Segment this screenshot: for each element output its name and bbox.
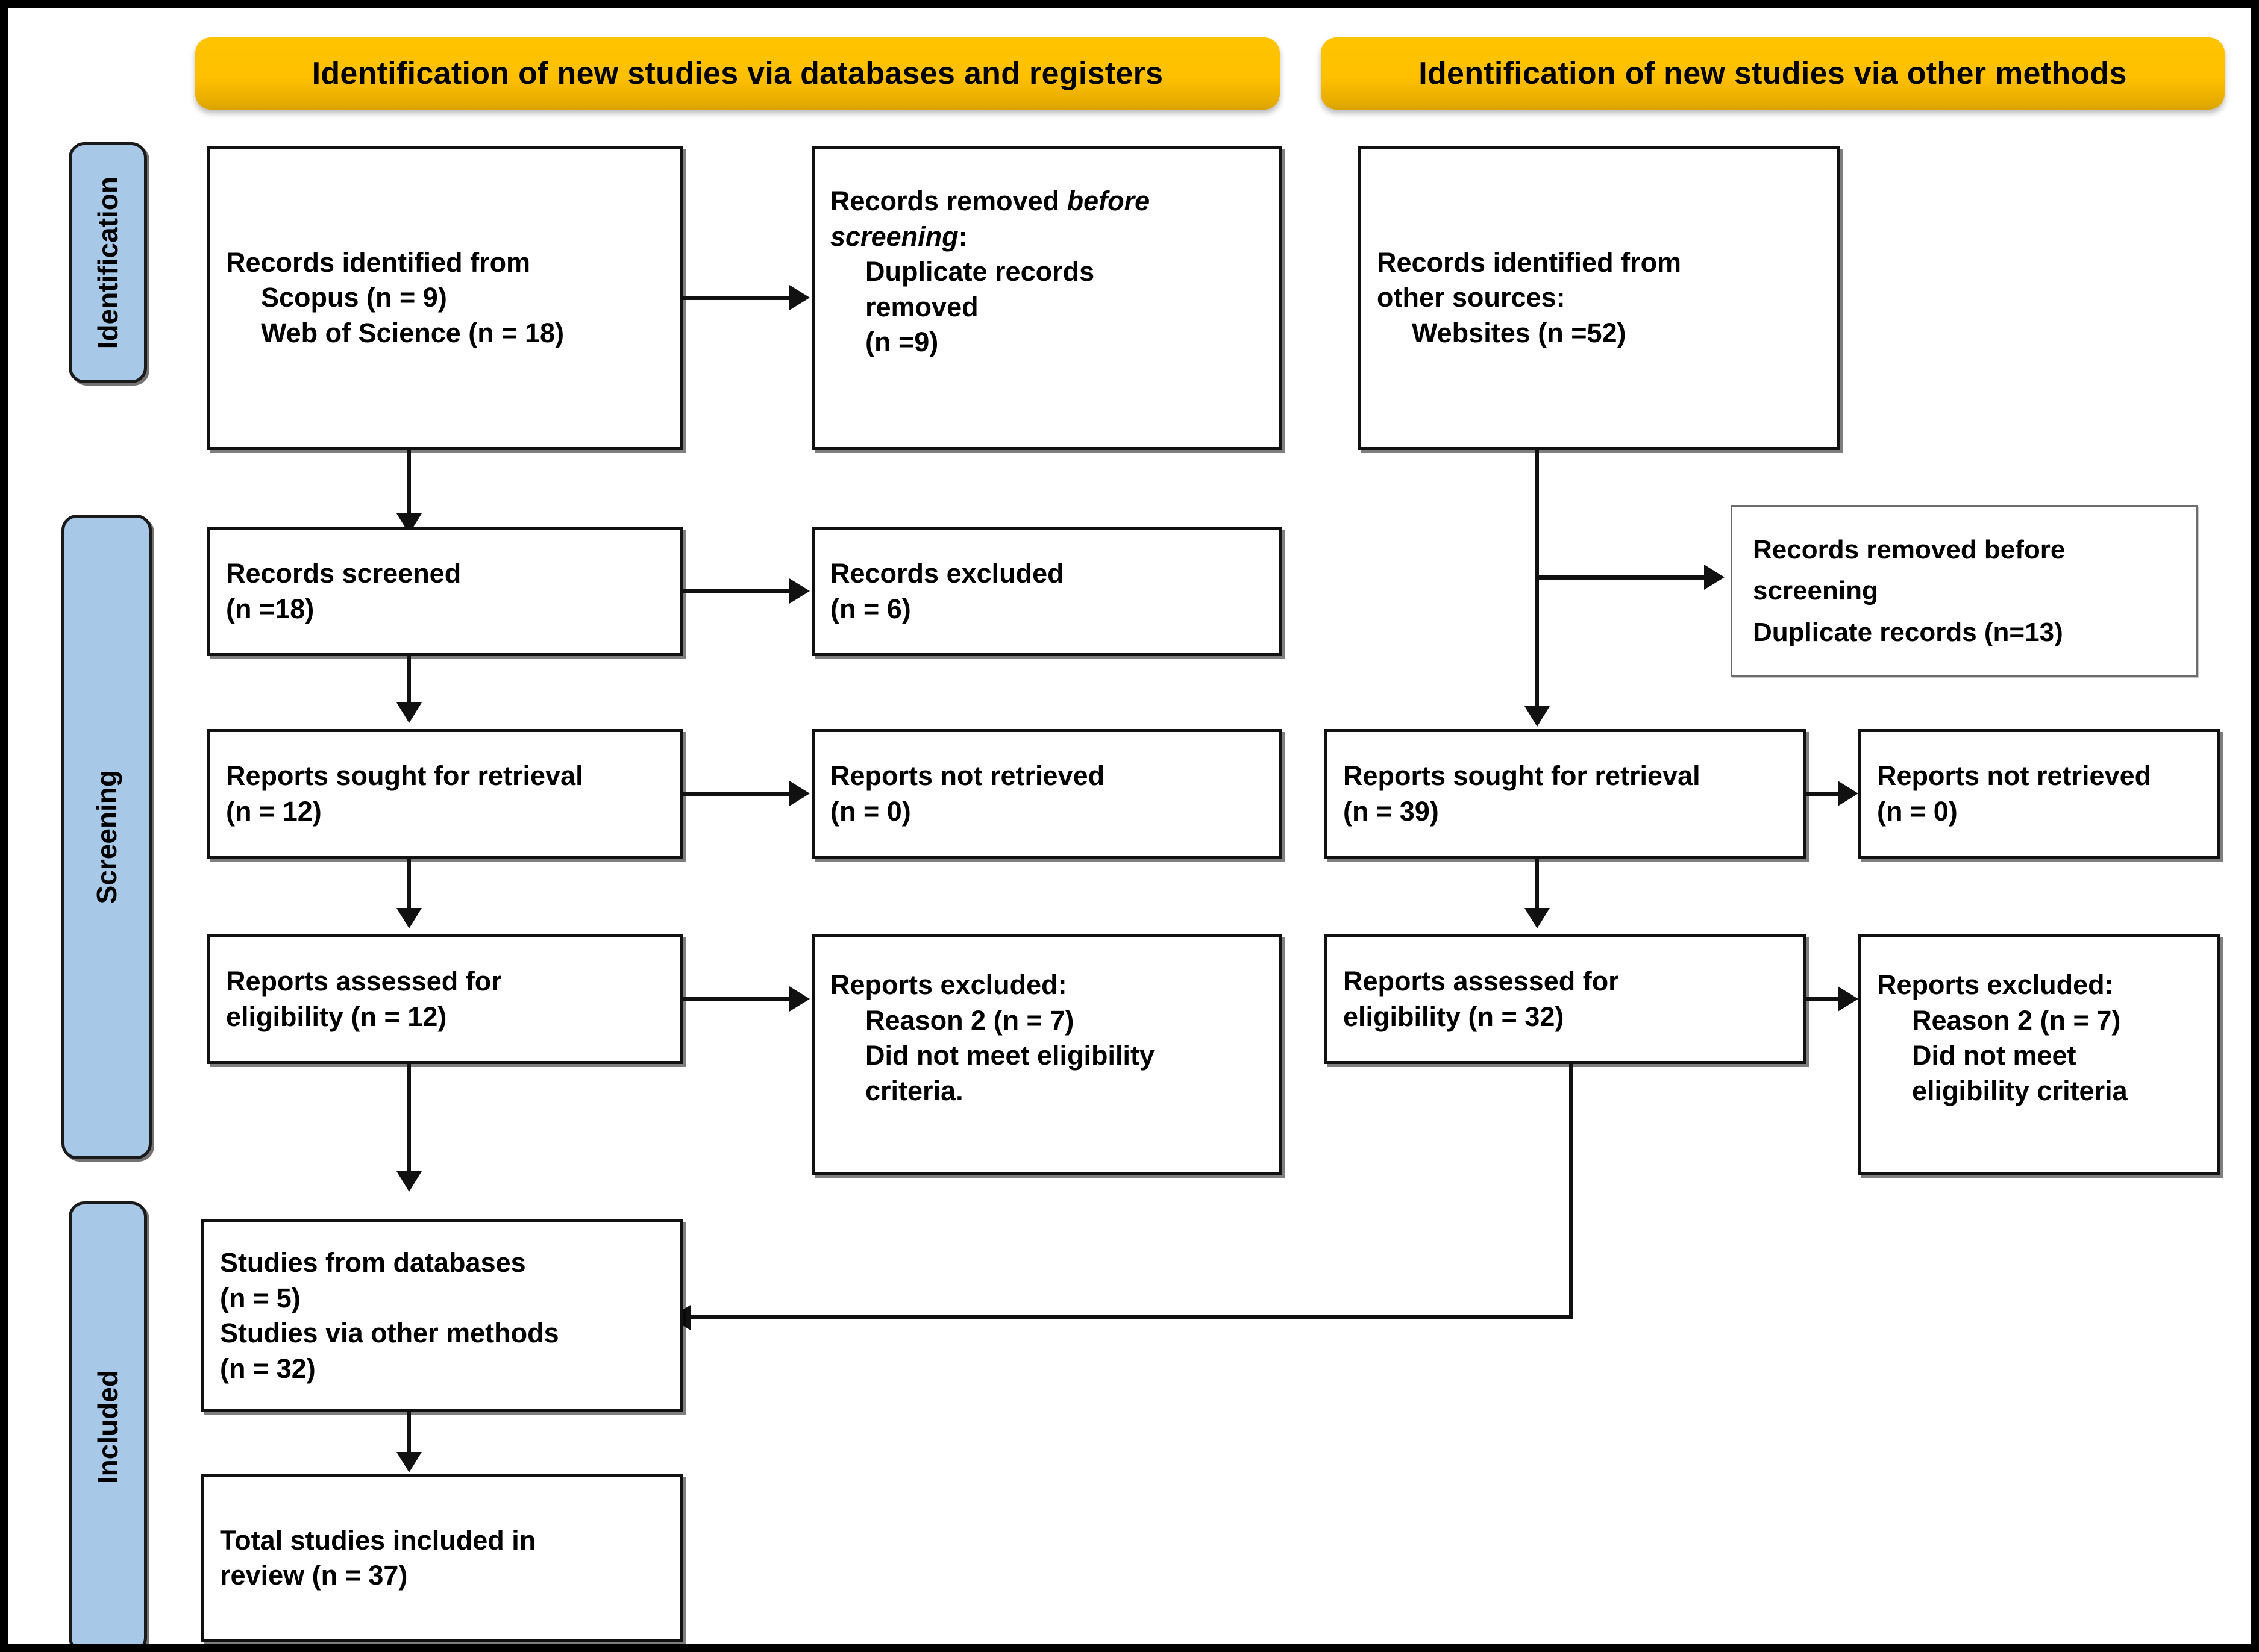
connector-assessed-to-excluded-left [683, 997, 792, 1001]
box-records-excluded: Records excluded(n = 6) [812, 527, 1282, 656]
arrowhead-studies-to-total [396, 1452, 422, 1472]
connector-right-assessed-to-studies [691, 1315, 1573, 1319]
connector-assessed-left-to-studies [407, 1064, 411, 1178]
box-reports-not-retrieved-right-text: Reports not retrieved(n = 0) [1877, 760, 2152, 827]
stage-tab-identification-label: Identification [92, 176, 124, 349]
box-records-excluded-text: Records excluded(n = 6) [830, 558, 1064, 624]
connector-sought-to-assessed-left [407, 859, 411, 916]
connector-sought-to-assessed-right [1535, 859, 1539, 916]
arrowhead-identified-to-removed [789, 285, 810, 310]
arrowhead-assessed-to-excluded-right [1838, 986, 1858, 1012]
connector-assessed-to-excluded-right [1806, 997, 1844, 1001]
box-reports-sought-right-text: Reports sought for retrieval(n = 39) [1343, 760, 1700, 827]
connector-other-sources-trunk [1535, 450, 1539, 715]
box-reports-not-retrieved-right: Reports not retrieved(n = 0) [1858, 729, 2220, 859]
box-reports-excluded-right: Reports excluded:Reason 2 (n = 7)Did not… [1858, 934, 2220, 1175]
arrowhead-assessed-left-to-studies [396, 1171, 422, 1192]
connector-studies-to-total [407, 1412, 411, 1460]
connector-screened-to-sought [407, 656, 411, 710]
stage-tab-included: Included [69, 1201, 147, 1644]
connector-screened-to-excluded [683, 589, 792, 593]
stage-tab-identification: Identification [69, 142, 147, 383]
box-studies-included-text: Studies from databases(n = 5)Studies via… [220, 1247, 559, 1384]
header-other-methods-label: Identification of new studies via other … [1418, 56, 2127, 91]
connector-identified-to-removed [683, 296, 792, 300]
connector-sought-to-not-retrieved-left [683, 792, 792, 796]
box-reports-excluded-right-text: Reports excluded:Reason 2 (n = 7)Did not… [1877, 969, 2128, 1106]
box-studies-included: Studies from databases(n = 5)Studies via… [201, 1219, 683, 1412]
header-databases-registers-label: Identification of new studies via databa… [312, 56, 1164, 91]
box-reports-excluded-left: Reports excluded:Reason 2 (n = 7)Did not… [812, 934, 1282, 1175]
stage-tab-screening: Screening [61, 515, 152, 1159]
arrowhead-sought-to-assessed-right [1524, 908, 1550, 928]
header-databases-registers: Identification of new studies via databa… [195, 37, 1280, 110]
connector-other-sources-to-removed [1535, 575, 1706, 580]
arrowhead-other-sources-to-removed [1704, 565, 1725, 590]
box-reports-sought-left: Reports sought for retrieval(n = 12) [207, 729, 683, 859]
arrowhead-screened-to-excluded [789, 578, 810, 604]
box-records-screened: Records screened(n =18) [207, 527, 683, 656]
box-reports-excluded-left-text: Reports excluded:Reason 2 (n = 7)Did not… [830, 969, 1155, 1106]
header-other-methods: Identification of new studies via other … [1321, 37, 2225, 110]
stage-tab-included-label: Included [92, 1370, 124, 1485]
box-reports-sought-left-text: Reports sought for retrieval(n = 12) [226, 760, 583, 827]
connector-identified-to-screened [407, 450, 411, 522]
box-reports-sought-right: Reports sought for retrieval(n = 39) [1324, 729, 1806, 859]
box-reports-not-retrieved-left: Reports not retrieved(n = 0) [812, 729, 1282, 859]
box-reports-not-retrieved-left-text: Reports not retrieved(n = 0) [830, 760, 1105, 827]
box-records-screened-text: Records screened(n =18) [226, 558, 462, 624]
arrowhead-other-sources-to-sought [1524, 706, 1550, 727]
arrowhead-assessed-to-excluded-left [789, 986, 810, 1012]
arrowhead-screened-to-sought [396, 702, 422, 723]
arrowhead-sought-to-assessed-left [396, 908, 422, 928]
connector-sought-to-not-retrieved-right [1806, 792, 1844, 796]
arrowhead-sought-to-not-retrieved-left [789, 781, 810, 806]
arrowhead-sought-to-not-retrieved-right [1838, 781, 1858, 806]
stage-tab-screening-label: Screening [91, 769, 122, 904]
connector-right-assessed-down [1569, 1064, 1573, 1319]
